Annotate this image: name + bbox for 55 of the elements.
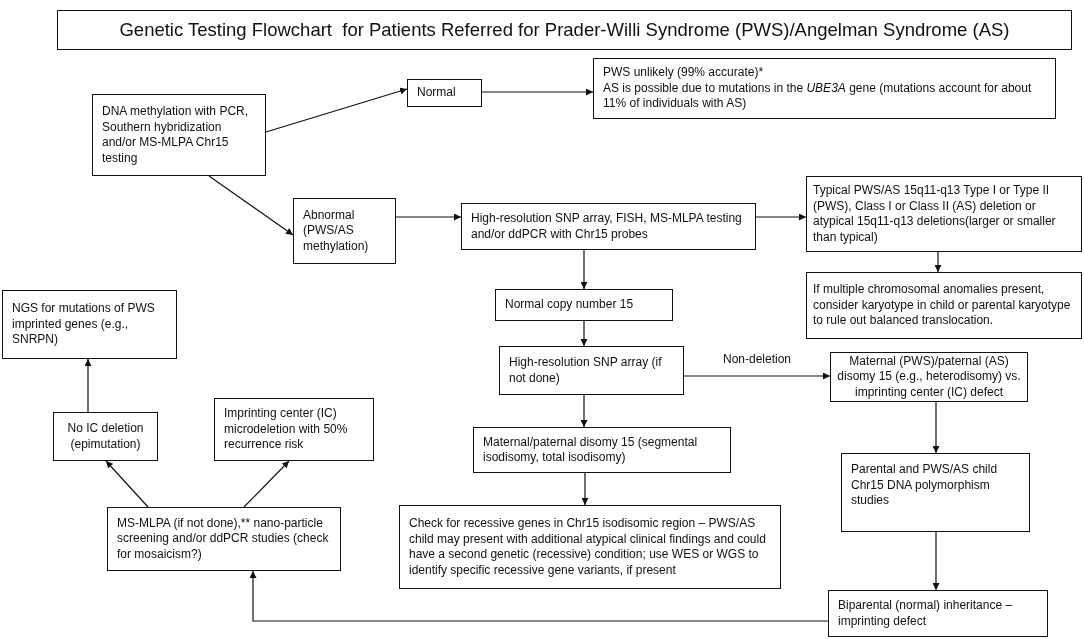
box-text: Imprinting center (IC) microdeletion with 50% recurrence risk	[224, 406, 349, 453]
process-box	[399, 505, 781, 589]
arrow	[249, 570, 829, 622]
box-text: Maternal (PWS)/paternal (AS) disomy 15 (e.g., heterodisomy) vs. imprinting center (IC) defect	[836, 353, 1022, 401]
arrow	[580, 320, 588, 347]
process-box	[2, 290, 177, 359]
box-text: Maternal/paternal disomy 15 (segmental isodisomy, total isodisomy)	[483, 434, 699, 466]
box-text: MS-MLPA (if not done),** nano-particle screening and/or ddPCR studies (check for mosaicism?)	[117, 515, 330, 563]
box-text: No IC deletion (epimutation)	[66, 421, 145, 452]
process-box	[806, 176, 1082, 252]
process-box	[495, 289, 673, 321]
process-box	[461, 203, 756, 250]
box-text: Check for recessive genes in Chr15 isodisomic region – PWS/AS child may present with additional atypical clinical findings and could have a second genetic (recessive) condition; use WES or WGS to identify specific recessive gene variants, if present	[409, 516, 767, 578]
box-text: NGS for mutations of PWS imprinted genes (e.g., SNRPN)	[12, 301, 156, 348]
box-text: Parental and PWS/AS child Chr15 DNA polymorphism studies	[851, 462, 999, 509]
box-text: AS is possible due to mutations in the UBE3A gene (mutations account for about 11% of individuals with AS)	[603, 80, 1033, 112]
edge-label: Non-deletion	[721, 352, 794, 366]
box-text: PWS unlikely (99% accurate)*	[603, 65, 765, 81]
arrow	[208, 175, 294, 236]
arrow	[755, 213, 807, 221]
process-box	[828, 590, 1048, 637]
process-box	[53, 412, 158, 461]
arrow	[683, 372, 831, 380]
arrow	[481, 88, 594, 96]
process-box	[593, 58, 1056, 119]
title: Genetic Testing Flowchart for Patients Referred for Prader-Willi Syndrome (PWS)/Angelman Syndrome (AS)	[57, 10, 1072, 50]
process-box	[841, 453, 1030, 532]
arrow	[581, 472, 589, 506]
box-text: Normal	[417, 85, 457, 101]
process-box	[407, 79, 482, 107]
box-text: Biparental (normal) inheritance – imprinting defect	[838, 598, 1014, 629]
arrow	[932, 531, 940, 591]
process-box	[293, 198, 396, 264]
process-box	[107, 507, 341, 571]
arrow	[932, 401, 940, 454]
process-box	[806, 272, 1082, 339]
arrow	[934, 251, 942, 273]
box-text: DNA methylation with PCR, Southern hybridization and/or MS-MLPA Chr15 testing	[102, 104, 250, 166]
process-box	[214, 398, 374, 461]
box-text: High-resolution SNP array, FISH, MS-MLPA testing and/or ddPCR with Chr15 probes	[471, 211, 743, 242]
arrow	[84, 358, 92, 413]
box-text: High-resolution SNP array (if not done)	[509, 355, 663, 386]
box-text: If multiple chromosomal anomalies present, consider karyotype in child or parental karyotype to rule out balanced translocation.	[813, 282, 1072, 329]
arrow	[265, 87, 408, 133]
process-box	[473, 427, 731, 473]
process-box	[92, 94, 266, 176]
arrow	[580, 394, 588, 428]
arrow	[395, 213, 462, 221]
arrow	[105, 460, 149, 508]
process-box	[499, 346, 684, 395]
box-text: Abnormal (PWS/AS methylation)	[303, 207, 370, 255]
box-text: Typical PWS/AS 15q11-q13 Type I or Type II (PWS), Class I or Class II (AS) deletion or atypical 15q11-q13 deletions(larger or smaller than typical)	[813, 183, 1057, 245]
box-text: Normal copy number 15	[505, 297, 635, 313]
arrow	[243, 460, 290, 508]
arrow	[580, 249, 588, 290]
